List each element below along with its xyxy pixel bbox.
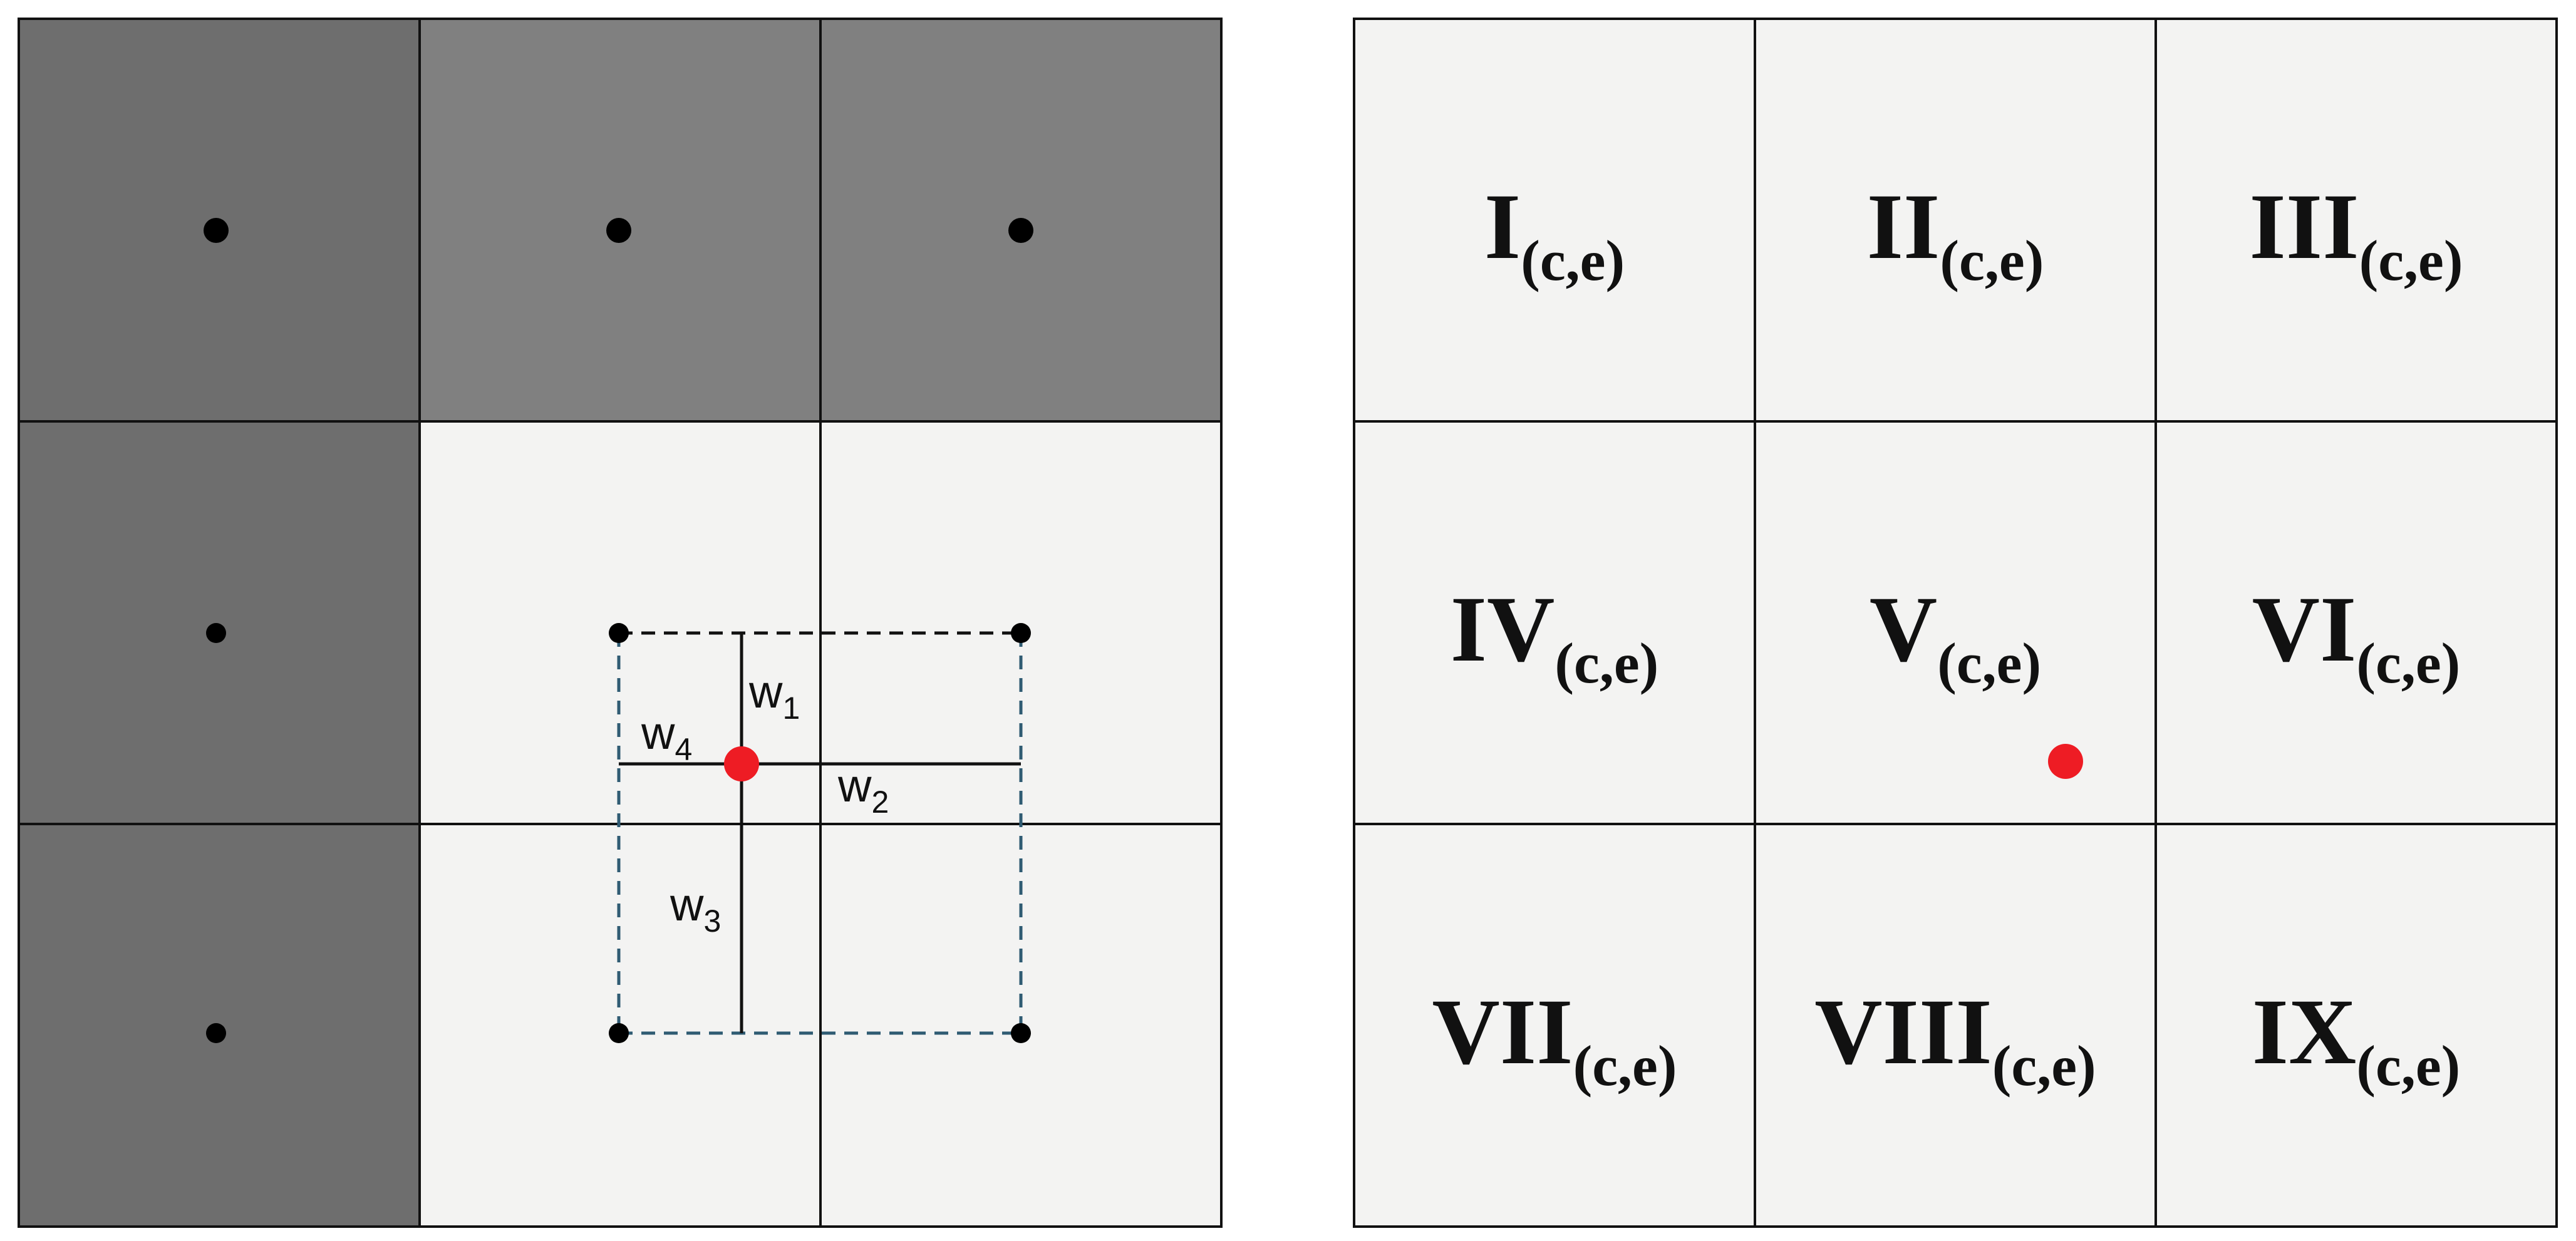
right-grid-lines	[1353, 18, 2558, 1228]
left-panel: w1 w2 w3 w4	[18, 18, 1223, 1228]
right-panel: I(c,e) II(c,e) III(c,e) IV(c,e) V(c,e) V…	[1353, 18, 2558, 1228]
node	[609, 1023, 629, 1043]
target-point-right	[2048, 744, 2083, 779]
cell-label-VI: VI(c,e)	[2252, 577, 2461, 695]
weight-label-w3: w3	[670, 878, 721, 939]
node	[206, 1023, 226, 1043]
node	[1008, 218, 1033, 243]
node	[204, 218, 229, 243]
right-panel-background	[1354, 19, 2557, 1227]
cell-label-I: I(c,e)	[1484, 175, 1625, 292]
target-point	[724, 746, 759, 781]
weight-lines	[619, 633, 1021, 1033]
cell-center-nodes	[204, 218, 1033, 1043]
node	[206, 623, 226, 643]
cell-label-VIII: VIII(c,e)	[1814, 980, 2096, 1098]
weight-label-w1: w1	[748, 666, 800, 726]
node	[1011, 1023, 1031, 1043]
node	[1011, 623, 1031, 643]
node	[606, 218, 631, 243]
weight-label-w4: w4	[641, 707, 692, 767]
left-cell-2-1	[19, 421, 420, 824]
cell-label-IX: IX(c,e)	[2252, 980, 2461, 1098]
cell-label-II: II(c,e)	[1867, 175, 2044, 292]
cell-label-V: V(c,e)	[1870, 577, 2041, 695]
cell-label-IV: IV(c,e)	[1451, 577, 1659, 695]
node	[609, 623, 629, 643]
weight-label-w2: w2	[837, 760, 889, 820]
cell-label-VII: VII(c,e)	[1432, 980, 1677, 1098]
cell-label-III: III(c,e)	[2249, 175, 2463, 292]
